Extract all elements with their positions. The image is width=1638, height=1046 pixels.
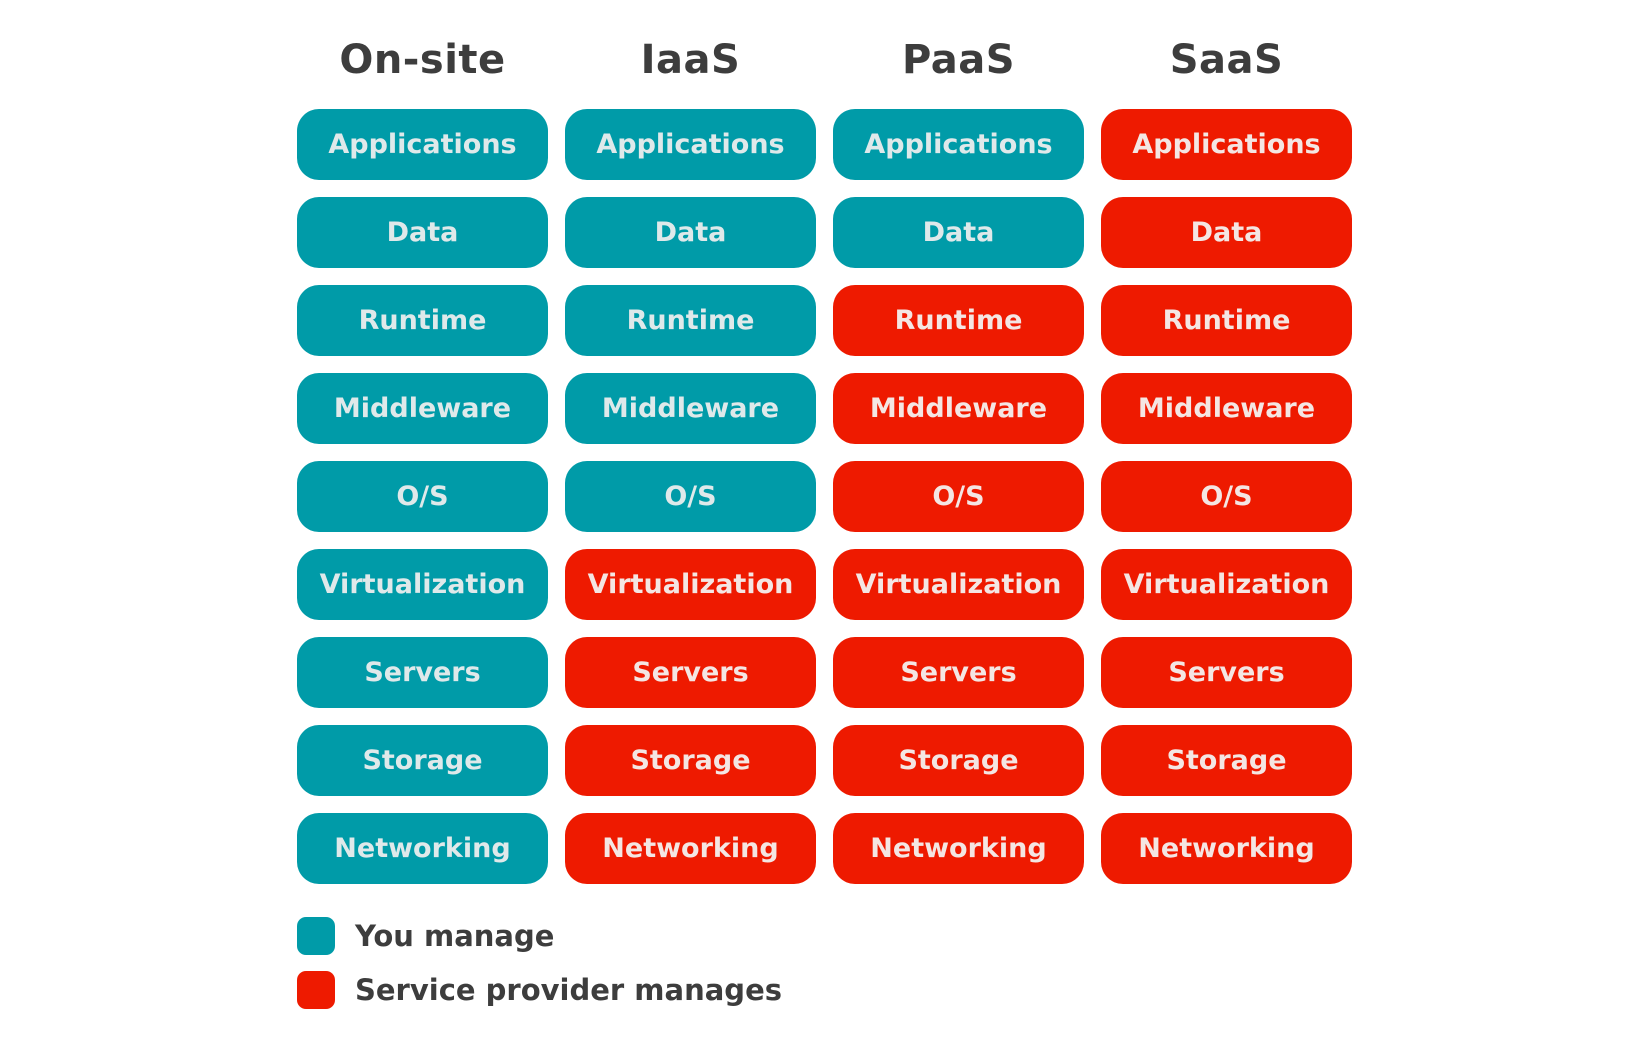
legend-swatch-provider-manages: [297, 971, 335, 1009]
layer-on-site-networking: Networking: [297, 813, 548, 884]
layer-saas-middleware: Middleware: [1101, 373, 1352, 444]
layer-saas-storage: Storage: [1101, 725, 1352, 796]
layer-on-site-storage: Storage: [297, 725, 548, 796]
layer-iaas-virtualization: Virtualization: [565, 549, 816, 620]
layer-on-site-servers: Servers: [297, 637, 548, 708]
layer-iaas-storage: Storage: [565, 725, 816, 796]
layer-paas-applications: Applications: [833, 109, 1084, 180]
layer-iaas-o-s: O/S: [565, 461, 816, 532]
layer-on-site-applications: Applications: [297, 109, 548, 180]
layer-iaas-data: Data: [565, 197, 816, 268]
layer-paas-middleware: Middleware: [833, 373, 1084, 444]
layer-saas-networking: Networking: [1101, 813, 1352, 884]
column-title-iaas: IaaS: [640, 37, 741, 83]
layer-saas-applications: Applications: [1101, 109, 1352, 180]
layer-iaas-runtime: Runtime: [565, 285, 816, 356]
layer-saas-data: Data: [1101, 197, 1352, 268]
layer-saas-servers: Servers: [1101, 637, 1352, 708]
layer-iaas-networking: Networking: [565, 813, 816, 884]
layer-saas-runtime: Runtime: [1101, 285, 1352, 356]
layer-iaas-servers: Servers: [565, 637, 816, 708]
layer-paas-o-s: O/S: [833, 461, 1084, 532]
legend-label-provider-manages: Service provider manages: [355, 973, 782, 1007]
column-title-paas: PaaS: [901, 37, 1016, 83]
layer-saas-virtualization: Virtualization: [1101, 549, 1352, 620]
layer-on-site-virtualization: Virtualization: [297, 549, 548, 620]
legend-label-you-manage: You manage: [355, 919, 555, 953]
legend-item-provider-manages: Service provider manages: [297, 970, 782, 1010]
layer-iaas-middleware: Middleware: [565, 373, 816, 444]
layer-saas-o-s: O/S: [1101, 461, 1352, 532]
layer-paas-networking: Networking: [833, 813, 1084, 884]
layer-on-site-data: Data: [297, 197, 548, 268]
legend: You manage Service provider manages: [297, 916, 782, 1024]
column-title-saas: SaaS: [1169, 37, 1284, 83]
layer-paas-data: Data: [833, 197, 1084, 268]
layer-on-site-runtime: Runtime: [297, 285, 548, 356]
column-title-on-site: On-site: [339, 37, 506, 83]
layer-on-site-middleware: Middleware: [297, 373, 548, 444]
layer-on-site-o-s: O/S: [297, 461, 548, 532]
column-headers: On-site IaaS PaaS SaaS: [297, 32, 1352, 88]
legend-swatch-you-manage: [297, 917, 335, 955]
legend-item-you-manage: You manage: [297, 916, 782, 956]
layer-paas-runtime: Runtime: [833, 285, 1084, 356]
layer-paas-virtualization: Virtualization: [833, 549, 1084, 620]
layer-paas-servers: Servers: [833, 637, 1084, 708]
layer-iaas-applications: Applications: [565, 109, 816, 180]
layer-paas-storage: Storage: [833, 725, 1084, 796]
